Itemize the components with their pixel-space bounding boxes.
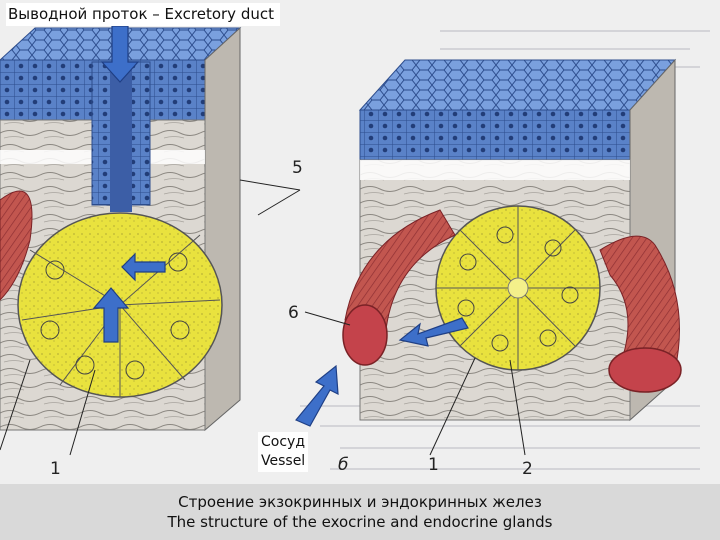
exocrine-gland-block bbox=[0, 28, 240, 455]
epithelium-layer-right bbox=[360, 110, 630, 160]
label-1-left: 1 bbox=[50, 459, 61, 479]
vessel-lumen-1 bbox=[343, 305, 387, 365]
caption-russian: Строение экзокринных и эндокринных желез bbox=[0, 484, 720, 512]
label-6: 6 bbox=[288, 303, 299, 323]
duct-lumen bbox=[110, 62, 132, 212]
block-side-face-left bbox=[205, 28, 240, 430]
label-2: 2 bbox=[522, 459, 533, 479]
vessel-label-ru: Сосуд bbox=[261, 433, 305, 452]
label-b: б bbox=[338, 455, 348, 475]
caption-bar: Строение экзокринных и эндокринных желез… bbox=[0, 484, 720, 540]
vessel-label-en: Vessel bbox=[261, 452, 305, 471]
epithelium-top-surface-right bbox=[360, 60, 675, 110]
vessel-label: Сосуд Vessel bbox=[258, 432, 308, 472]
label-5: 5 bbox=[292, 158, 303, 178]
vessel-lumen-2 bbox=[609, 348, 681, 392]
label-1-right: 1 bbox=[428, 455, 439, 475]
caption-english: The structure of the exocrine and endocr… bbox=[0, 512, 720, 532]
slide-title: Выводной проток – Excretory duct bbox=[6, 3, 280, 26]
